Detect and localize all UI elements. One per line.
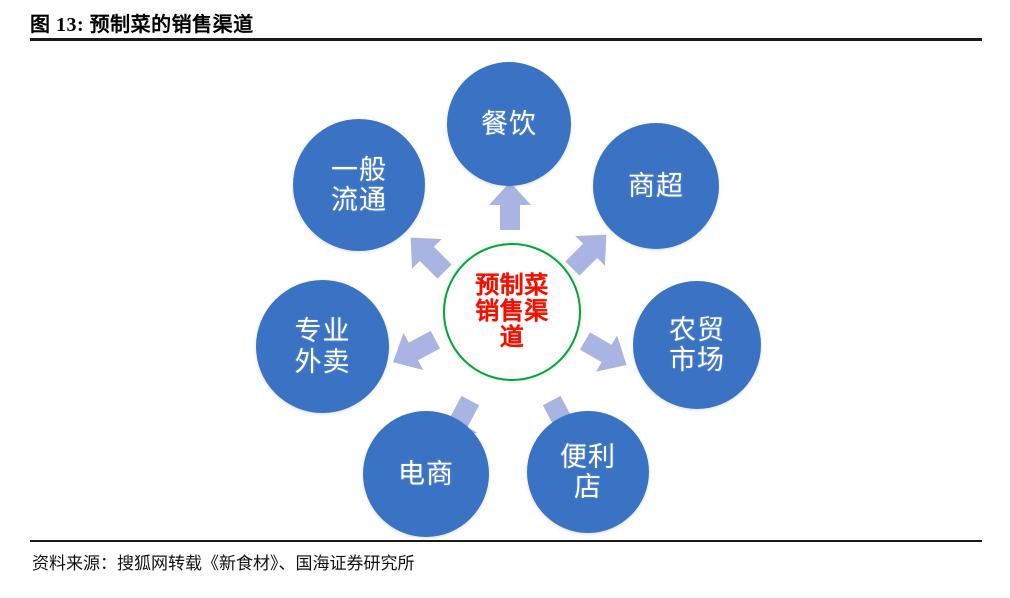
node-dianshang-label: 电商	[398, 458, 454, 489]
node-zhuanye-label: 专业 外卖	[294, 316, 351, 377]
source-note: 资料来源：搜狐网转载《新食材》、国海证券研究所	[32, 554, 415, 573]
arrow-to-nongmao	[574, 322, 638, 384]
node-yiban-label: 一般 流通	[331, 154, 387, 215]
node-yiban[interactable]: 一般 流通	[293, 119, 425, 251]
arrow-to-zhuanye	[383, 321, 446, 381]
node-nongmao[interactable]: 农贸 市场	[633, 281, 761, 409]
header-divider	[30, 38, 982, 41]
node-bianli[interactable]: 便利 店	[527, 411, 649, 533]
arrow-to-canyin	[489, 182, 531, 230]
node-canyin-label: 餐饮	[481, 108, 537, 139]
arrow-to-yiban	[395, 222, 460, 287]
node-dianshang[interactable]: 电商	[363, 411, 489, 537]
node-shangchao-label: 商超	[628, 170, 684, 201]
node-shangchao[interactable]: 商超	[593, 123, 719, 249]
node-nongmao-label: 农贸 市场	[669, 314, 725, 375]
node-canyin[interactable]: 餐饮	[447, 62, 571, 186]
center-hub[interactable]: 预制菜 销售渠 道	[443, 243, 581, 381]
footer-divider	[30, 540, 982, 542]
node-bianli-label: 便利 店	[560, 441, 616, 502]
page-title: 图 13: 预制菜的销售渠道	[30, 14, 254, 36]
diagram-canvas: 预制菜 销售渠 道 餐饮 商超 农贸 市场 便利 店 电商 专业 外卖 一般 流…	[0, 42, 1010, 538]
diagram-inner: 预制菜 销售渠 道 餐饮 商超 农贸 市场 便利 店 电商 专业 外卖 一般 流…	[0, 42, 1010, 538]
node-zhuanye[interactable]: 专业 外卖	[256, 280, 389, 413]
center-hub-label: 预制菜 销售渠 道	[475, 272, 549, 351]
